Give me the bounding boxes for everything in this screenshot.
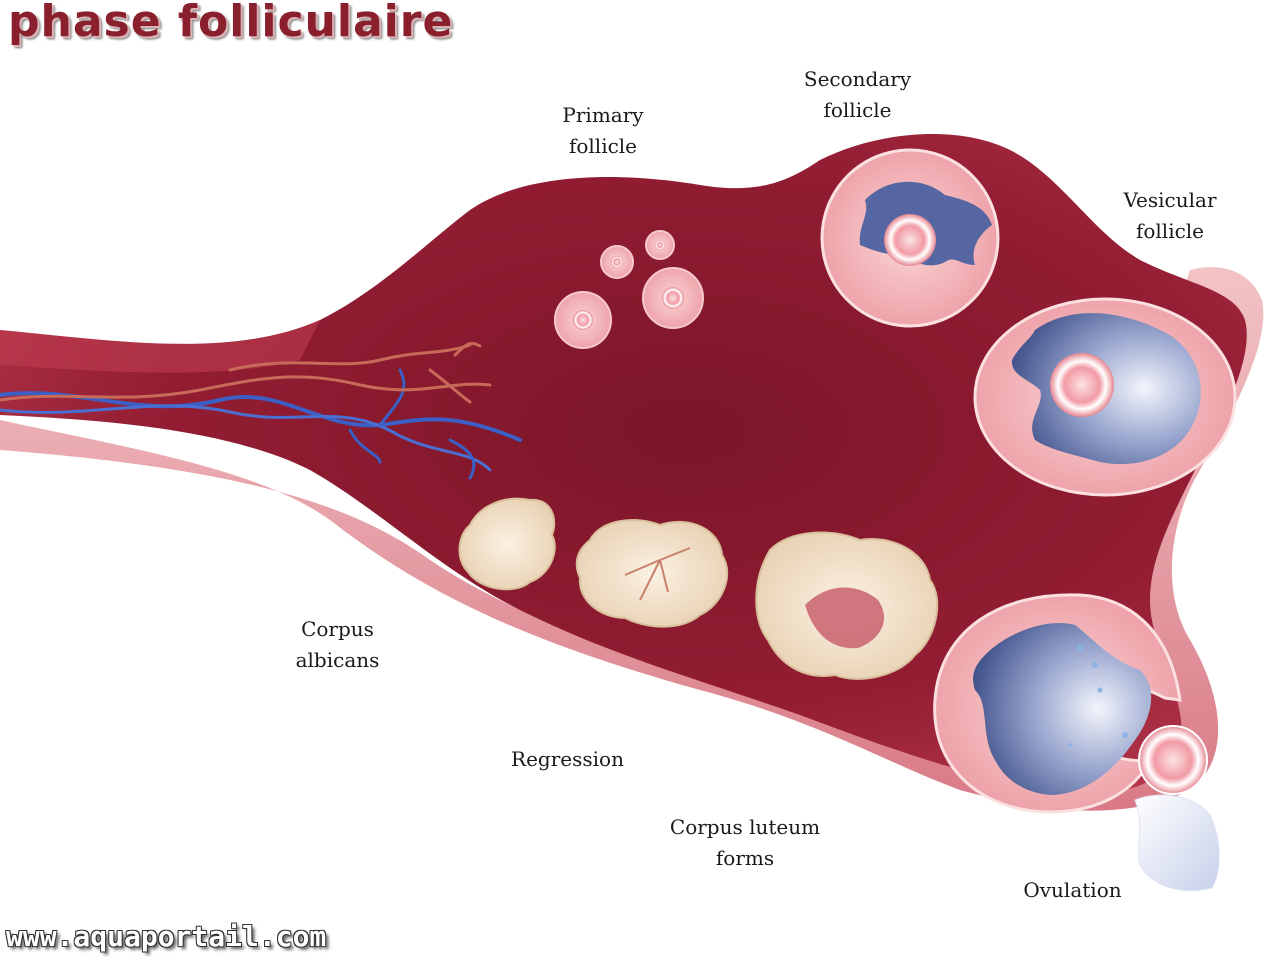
label-secondary-follicle-line1: Secondary [803,67,912,91]
corpus-luteum [755,531,939,680]
label-regression: Regression [511,747,624,771]
corpus-albicans [458,497,556,591]
primary-follicles [554,230,704,349]
label-vesicular-follicle-line2: follicle [1135,219,1205,243]
blood-vessels [0,341,522,480]
label-secondary-follicle-line2: follicle [823,98,892,122]
label-corpus-albicans: Corpus albicans [285,614,390,676]
label-primary-follicle-line2: follicle [568,134,638,158]
secondary-follicle [820,148,1000,328]
label-secondary-follicle: Secondary follicle [795,64,920,126]
label-vesicular-follicle-line1: Vesicular [1123,188,1217,212]
label-corpus-luteum-line1: Corpus luteum [669,815,821,839]
label-corpus-luteum-line2: forms [715,846,775,870]
watermark: www.aquaportail.com [6,920,327,953]
vesicular-follicle [973,297,1237,497]
corpus-regression [575,519,729,628]
page-title: phase folliculaire [8,0,454,47]
label-corpus-luteum: Corpus luteum forms [660,812,830,874]
ovulating-follicle [933,593,1220,892]
label-primary-follicle-line1: Primary [562,103,644,127]
label-primary-follicle: Primary follicle [548,100,658,162]
label-vesicular-follicle: Vesicular follicle [1115,185,1225,247]
ovary-sheen [0,320,320,373]
label-corpus-albicans-line1: Corpus [301,617,374,641]
label-ovulation: Ovulation [1023,878,1122,902]
label-corpus-albicans-line2: albicans [295,648,380,672]
